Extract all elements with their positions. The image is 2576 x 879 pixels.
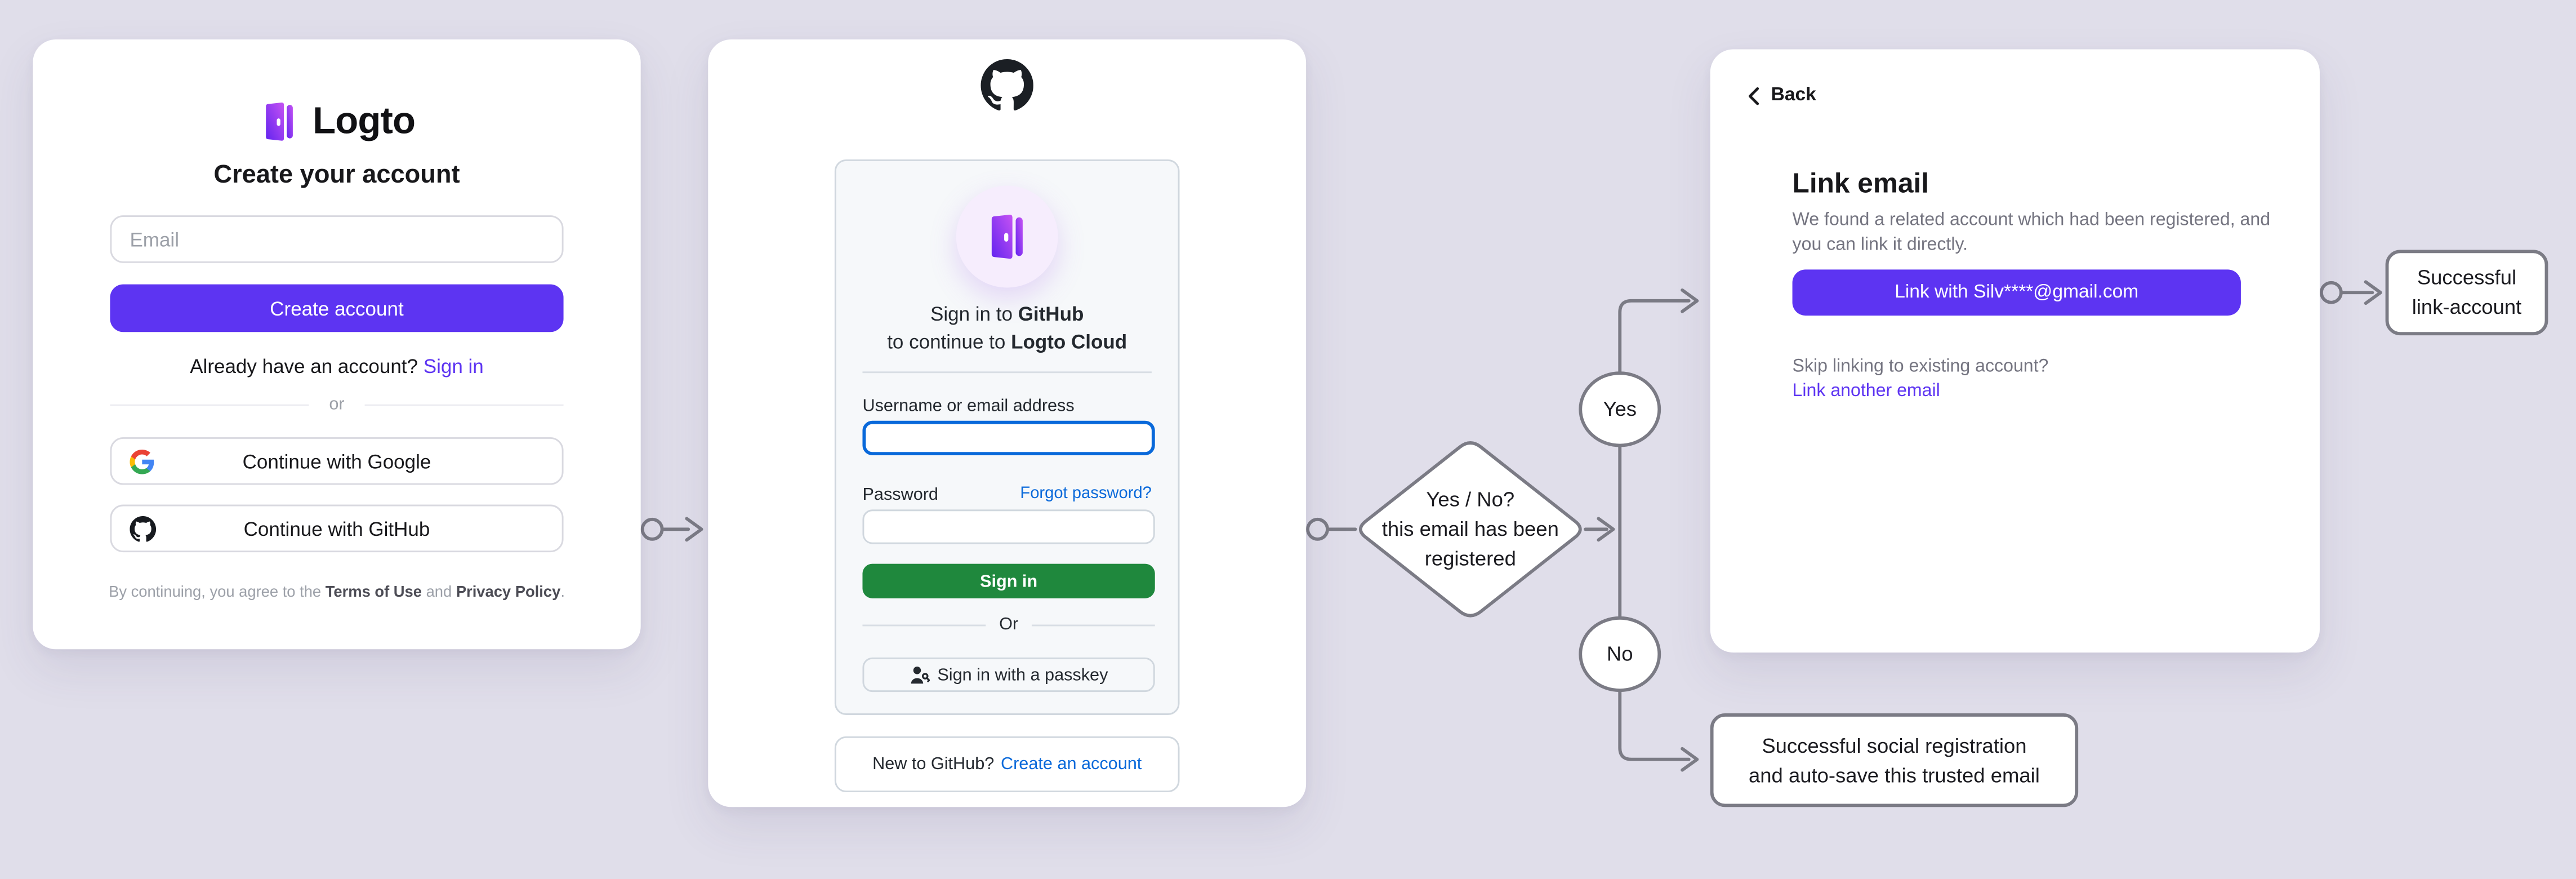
google-g-icon xyxy=(130,449,154,474)
yes-node-shape xyxy=(1579,371,1661,447)
divider-line xyxy=(862,624,986,625)
email-input[interactable] xyxy=(110,215,564,263)
yes-node-label: Yes xyxy=(1603,397,1637,421)
logto-door-icon xyxy=(266,101,293,140)
skip-linking-text: Skip linking to existing account? xyxy=(1792,357,2049,377)
username-label: Username or email address xyxy=(862,396,1075,416)
github-signin-heading-line1: Sign in to GitHub xyxy=(930,302,1084,326)
github-signin-panel: Sign in to GitHub to continue to Logto C… xyxy=(708,39,1307,807)
signin-prompt-row: Already have an account? Sign in xyxy=(33,355,640,378)
github-signin-card: Sign in to GitHub to continue to Logto C… xyxy=(834,159,1180,715)
create-account-button[interactable]: Create account xyxy=(110,284,564,332)
passkey-person-key-icon xyxy=(910,665,929,683)
divider-line xyxy=(1031,624,1155,625)
terms-and: and xyxy=(421,581,456,600)
forgot-password-link[interactable]: Forgot password? xyxy=(1020,485,1152,503)
decision-diamond xyxy=(1358,441,1582,618)
decision-label: Yes / No? this email has been registered xyxy=(1381,488,1559,571)
divider-label: Or xyxy=(999,614,1019,635)
passkey-signin-button[interactable]: Sign in with a passkey xyxy=(862,657,1155,692)
logto-brand-name: Logto xyxy=(313,99,416,141)
passkey-button-label: Sign in with a passkey xyxy=(937,664,1108,685)
chevron-left-icon xyxy=(1748,86,1759,104)
github-signin-heading-line2: to continue to Logto Cloud xyxy=(887,330,1127,354)
link-email-description: We found a related account which had bee… xyxy=(1792,210,2271,254)
signup-page-title: Create your account xyxy=(213,161,460,189)
terms-prefix: By continuing, you agree to the xyxy=(109,581,326,600)
logto-logo: Logto xyxy=(33,99,640,143)
signin-link[interactable]: Sign in xyxy=(423,355,484,378)
branch-no-line xyxy=(1618,689,1699,772)
github-octocat-logo xyxy=(981,59,1033,120)
new-to-github-text: New to GitHub? xyxy=(872,754,995,774)
link-with-email-button[interactable]: Link with Silv****@gmail.com xyxy=(1792,269,2241,316)
back-button[interactable]: Back xyxy=(1746,86,1816,105)
continue-with-github-button[interactable]: Continue with GitHub xyxy=(110,504,564,553)
link-email-panel: Back Link email We found a related accou… xyxy=(1710,49,2320,653)
new-to-github-box: New to GitHub? Create an account xyxy=(834,736,1180,793)
privacy-policy-link[interactable]: Privacy Policy xyxy=(456,581,561,600)
divider-label: or xyxy=(329,394,345,415)
back-label: Back xyxy=(1771,85,1816,105)
signin-prompt-text: Already have an account? xyxy=(190,355,418,378)
password-label: Password xyxy=(862,485,938,505)
github-signin-button[interactable]: Sign in xyxy=(862,563,1155,598)
create-an-account-link[interactable]: Create an account xyxy=(1000,754,1142,774)
divider-line xyxy=(364,403,564,406)
google-button-label: Continue with Google xyxy=(242,449,431,473)
continue-with-google-button[interactable]: Continue with Google xyxy=(110,437,564,485)
card-divider xyxy=(862,371,1152,374)
terms-text: By continuing, you agree to the Terms of… xyxy=(33,582,640,600)
outcome-social-registration-box: Successful social registration and auto-… xyxy=(1710,713,2079,807)
or-divider: or xyxy=(110,394,564,415)
github-octocat-icon xyxy=(130,515,157,542)
username-input[interactable] xyxy=(862,420,1155,456)
terms-of-use-link[interactable]: Terms of Use xyxy=(325,581,422,600)
github-button-label: Continue with GitHub xyxy=(243,517,430,540)
arrow-decision-to-branch xyxy=(1584,517,1615,542)
password-input[interactable] xyxy=(862,509,1155,544)
arrow-github-to-decision xyxy=(1306,517,1357,541)
link-email-title: Link email xyxy=(1792,167,1929,199)
logto-app-avatar xyxy=(956,185,1058,288)
logto-door-icon xyxy=(991,215,1023,259)
branch-yes-line xyxy=(1618,288,1699,620)
no-node-label: No xyxy=(1606,642,1633,666)
link-another-email-link[interactable]: Link another email xyxy=(1792,381,1940,401)
github-or-divider: Or xyxy=(862,615,1155,634)
arrow-panel-to-success xyxy=(2319,280,2382,305)
logto-signup-panel: Logto Create your account Create account… xyxy=(33,39,641,650)
divider-line xyxy=(110,403,310,406)
outcome-link-account-box: Successful link-account xyxy=(2385,250,2548,336)
terms-suffix: . xyxy=(560,581,565,600)
no-node-shape xyxy=(1579,616,1661,692)
arrow-signup-to-github xyxy=(640,517,703,542)
